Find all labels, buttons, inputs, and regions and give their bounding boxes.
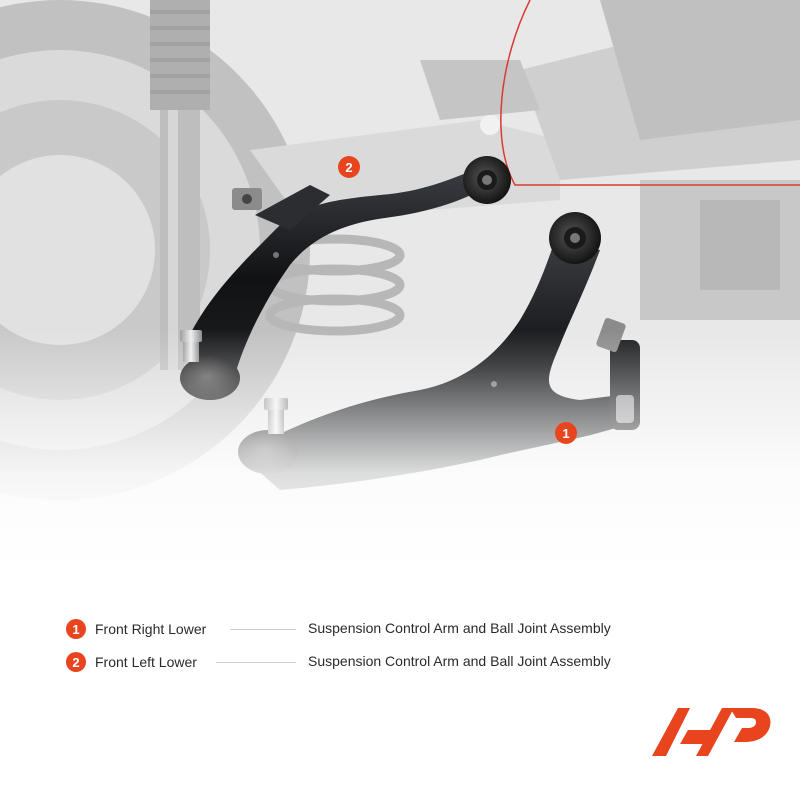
callout-marker-2: 2 [338, 156, 360, 178]
legend-description: Suspension Control Arm and Ball Joint As… [308, 653, 611, 669]
legend-number-badge: 2 [66, 652, 86, 672]
legend-row-2: 2 Front Left Lower Suspension Control Ar… [66, 649, 686, 675]
legend-position-label: Front Left Lower [95, 654, 197, 670]
legend-description: Suspension Control Arm and Ball Joint As… [308, 620, 611, 636]
callout-marker-1: 1 [555, 422, 577, 444]
bottom-fade [0, 330, 800, 570]
legend-position-label: Front Right Lower [95, 621, 207, 637]
legend-divider [216, 662, 296, 663]
legend-row-1: 1 Front Right Lower Suspension Control A… [66, 616, 686, 642]
legend-number-badge: 1 [66, 619, 86, 639]
legend-divider [230, 629, 296, 630]
brand-logo-icon [652, 708, 771, 756]
